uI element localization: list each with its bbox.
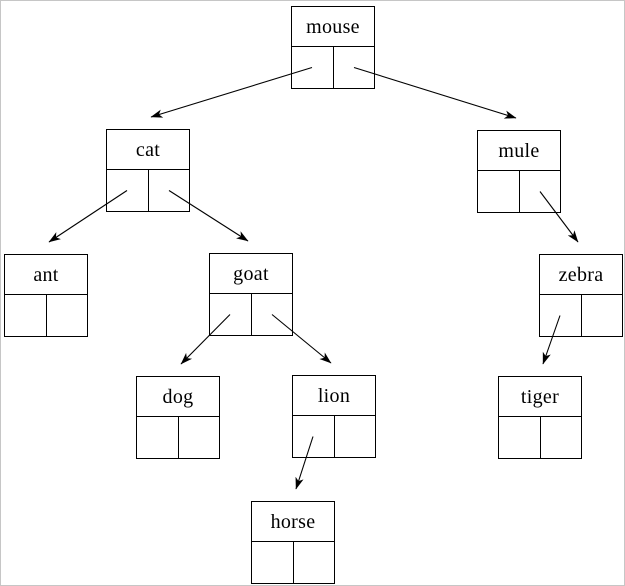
node-label-lion: lion [293, 376, 375, 416]
node-label-zebra: zebra [540, 255, 622, 295]
node-label-horse: horse [252, 502, 334, 542]
node-pointer-row [499, 417, 581, 458]
node-pointer-row [540, 295, 622, 336]
node-label-cat: cat [107, 130, 189, 170]
tree-node-tiger: tiger [498, 376, 582, 459]
tree-node-cat: cat [106, 129, 190, 212]
right-pointer-cell [179, 417, 220, 458]
right-pointer-cell [294, 542, 335, 583]
tree-node-dog: dog [136, 376, 220, 459]
right-pointer-cell [252, 294, 293, 335]
node-label-mule: mule [478, 131, 560, 171]
right-pointer-cell [335, 416, 376, 457]
node-pointer-row [293, 416, 375, 457]
edge-goat-lion [271, 314, 332, 364]
tree-node-ant: ant [4, 254, 88, 337]
right-pointer-cell [582, 295, 623, 336]
left-pointer-cell [499, 417, 541, 458]
node-pointer-row [107, 170, 189, 211]
node-pointer-row [292, 47, 374, 88]
edge-goat-dog [180, 314, 231, 365]
right-pointer-cell [334, 47, 375, 88]
node-pointer-row [137, 417, 219, 458]
right-pointer-cell [520, 171, 561, 212]
tree-node-lion: lion [292, 375, 376, 458]
node-pointer-row [478, 171, 560, 212]
left-pointer-cell [252, 542, 294, 583]
edge-mule-zebra [539, 191, 579, 243]
left-pointer-cell [107, 170, 149, 211]
left-pointer-cell [210, 294, 252, 335]
node-pointer-row [5, 295, 87, 336]
left-pointer-cell [478, 171, 520, 212]
right-pointer-cell [541, 417, 582, 458]
node-pointer-row [252, 542, 334, 583]
tree-node-mouse: mouse [291, 6, 375, 89]
tree-node-horse: horse [251, 501, 335, 584]
node-label-ant: ant [5, 255, 87, 295]
left-pointer-cell [293, 416, 335, 457]
left-pointer-cell [292, 47, 334, 88]
right-pointer-cell [47, 295, 88, 336]
node-label-dog: dog [137, 377, 219, 417]
edge-cat-goat [168, 190, 249, 242]
tree-node-zebra: zebra [539, 254, 623, 337]
edge-cat-ant [48, 190, 128, 243]
node-label-goat: goat [210, 254, 292, 294]
edge-zebra-tiger [542, 315, 561, 365]
tree-node-goat: goat [209, 253, 293, 336]
edge-mouse-mule [353, 66, 517, 119]
edge-lion-horse [295, 436, 314, 490]
left-pointer-cell [5, 295, 47, 336]
left-pointer-cell [137, 417, 179, 458]
node-label-mouse: mouse [292, 7, 374, 47]
tree-node-mule: mule [477, 130, 561, 213]
node-pointer-row [210, 294, 292, 335]
left-pointer-cell [540, 295, 582, 336]
right-pointer-cell [149, 170, 190, 211]
edge-mouse-cat [150, 66, 313, 118]
node-label-tiger: tiger [499, 377, 581, 417]
